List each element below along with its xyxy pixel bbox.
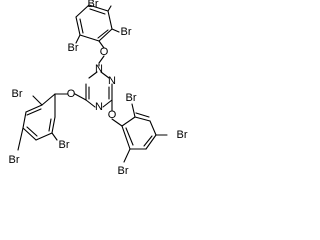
bond-lp-4	[22, 127, 37, 141]
bond-lp-br-para	[17, 127, 24, 151]
bond-ring-4	[85, 99, 96, 108]
bond-lp-5	[35, 132, 53, 141]
bond-tp-br-para	[107, 5, 112, 12]
n-bottom-label: N	[95, 101, 103, 113]
bond-rp-1	[121, 116, 136, 127]
br-top-right-label: Br	[121, 26, 132, 38]
bond-tp-6	[98, 28, 113, 42]
bond-lp-1	[41, 93, 56, 106]
bond-rp-2-double	[135, 112, 150, 118]
bond-lp-3	[22, 111, 27, 129]
bond-lp-br-top	[32, 95, 43, 106]
bond-tp-1	[79, 34, 100, 42]
bond-rp-3	[149, 120, 157, 136]
bond-ring-2	[88, 71, 98, 79]
bond-rp-4	[145, 134, 157, 150]
bond-ring-5	[102, 99, 113, 108]
bond-rp-4-double	[143, 135, 153, 147]
bond-right-o-c	[111, 118, 123, 127]
bond-ring-1	[100, 71, 110, 79]
br-left-right-label: Br	[59, 139, 70, 151]
bond-c-o-left	[74, 93, 87, 101]
bond-rp-br-top	[131, 103, 136, 118]
bond-tp-4-double	[89, 8, 106, 15]
bond-rp-2	[134, 116, 151, 122]
bond-lp-2	[25, 104, 43, 113]
left-phenyl-ring	[17, 93, 68, 151]
right-phenyl-ring	[111, 103, 168, 163]
bond-rp-br-bottom	[123, 148, 131, 163]
br-top-left-label: Br	[68, 42, 79, 54]
bond-tp-5	[107, 10, 113, 30]
bond-tp-br-right	[111, 28, 120, 33]
br-top-para-label: Br	[88, 0, 99, 10]
br-right-para-label: Br	[177, 129, 188, 141]
bond-lp-6	[51, 116, 56, 134]
bond-tp-2-double	[79, 18, 84, 34]
structure-svg: N N N O O O Br Br Br Br Br Br Br Br Br	[9, 0, 188, 177]
br-left-top-label: Br	[12, 88, 23, 100]
molecule-diagram: N N N O O O Br Br Br Br Br Br Br Br Br	[0, 0, 199, 182]
bond-tp-4	[88, 4, 109, 12]
bond-lp-br-right	[51, 132, 58, 141]
bond-lp-6-double	[48, 118, 52, 132]
bond-tp-2	[75, 16, 81, 36]
o-left-label: O	[67, 88, 76, 100]
br-left-para-label: Br	[9, 154, 20, 166]
o-right-label: O	[108, 109, 117, 121]
br-right-top-label: Br	[126, 92, 137, 104]
n-right-label: N	[108, 75, 116, 87]
bond-tp-6-double	[97, 29, 109, 39]
bond-c-o-top	[98, 55, 105, 64]
bond-rp-6-double	[125, 127, 134, 146]
bond-lp-2-double	[26, 108, 42, 116]
triazine-ring	[85, 63, 113, 108]
br-right-bottom-label: Br	[118, 165, 129, 177]
n-top-label: N	[95, 63, 103, 75]
bond-tp-br-left	[75, 34, 81, 44]
bond-tp-3	[75, 4, 90, 18]
top-phenyl-ring	[75, 4, 120, 49]
bond-lp-4-double	[26, 126, 38, 137]
o-top-label: O	[100, 46, 109, 58]
bond-top-o-c	[98, 40, 105, 49]
bond-rp-6	[121, 125, 131, 150]
